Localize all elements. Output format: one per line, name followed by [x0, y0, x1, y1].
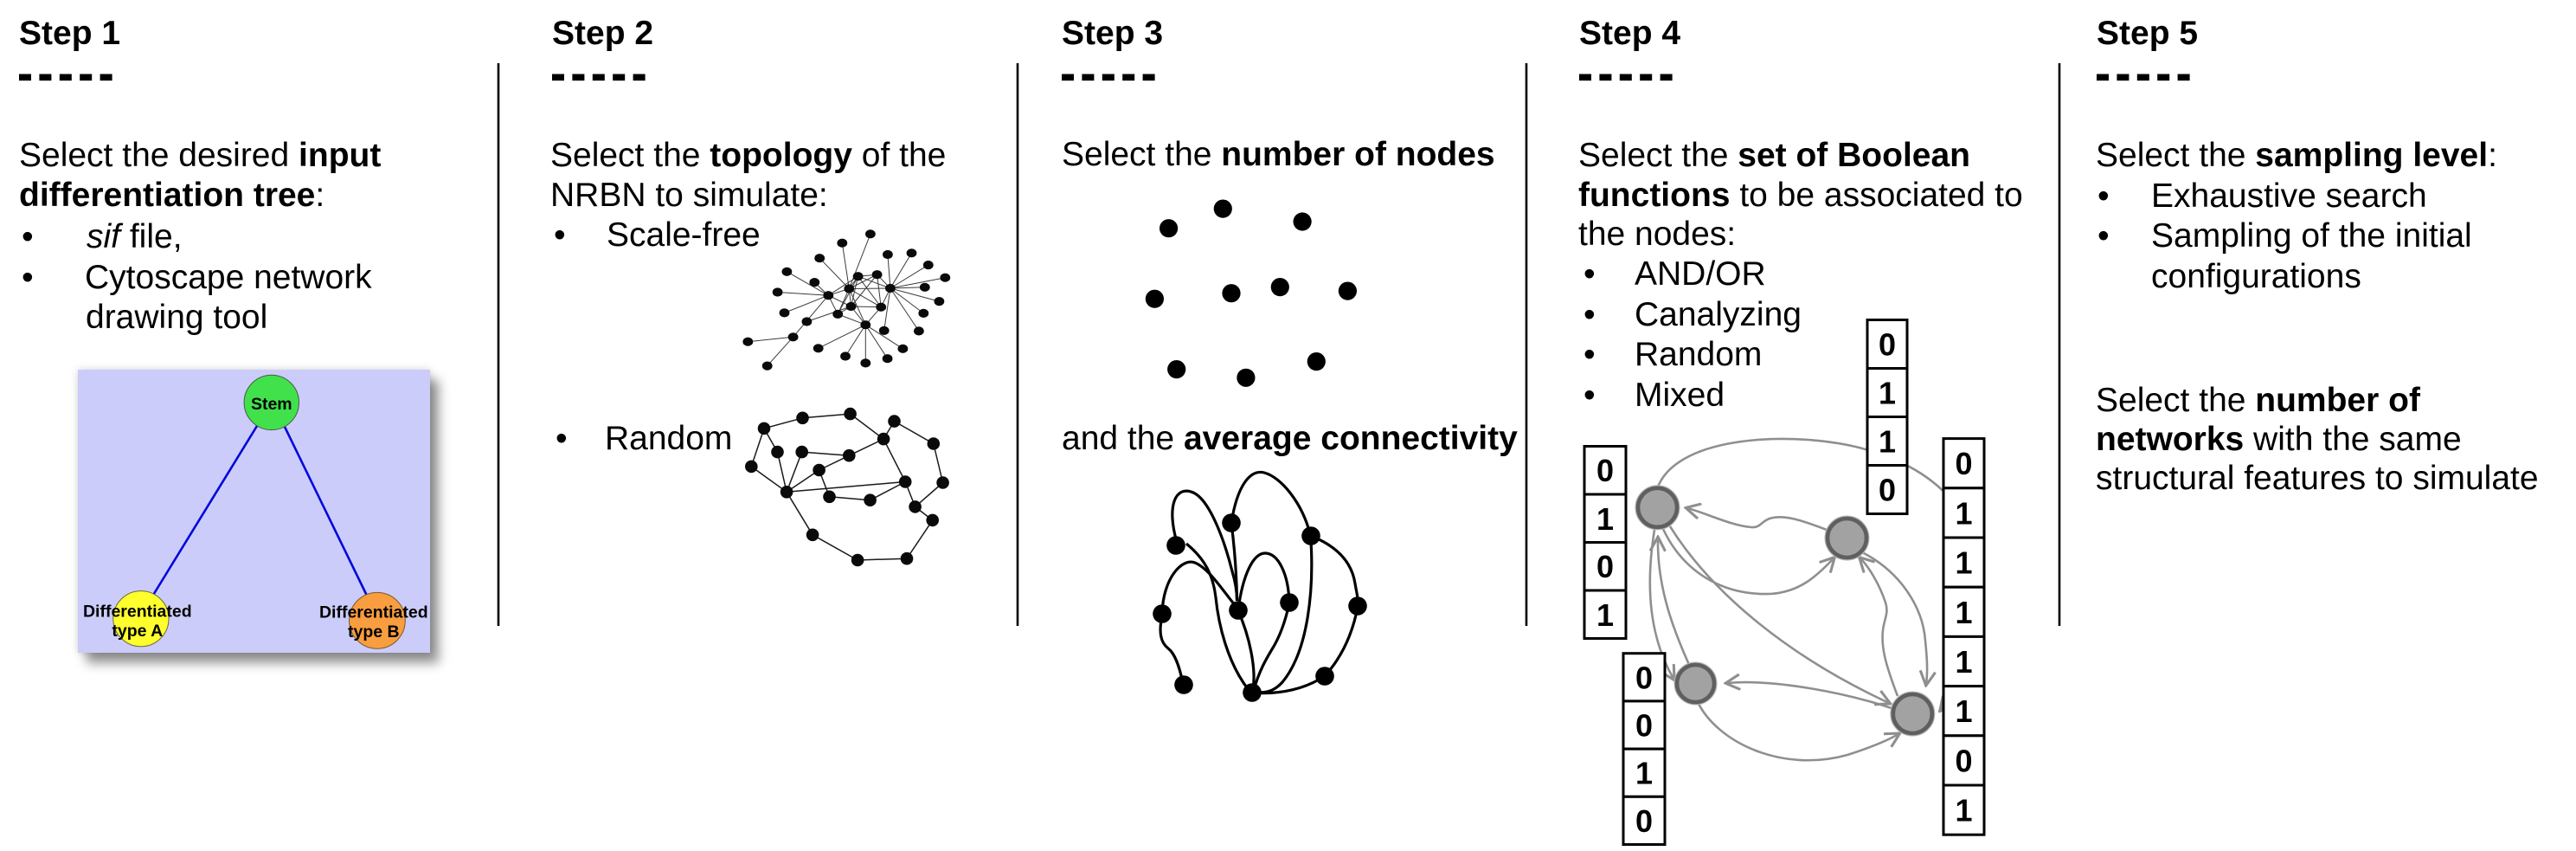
- svg-text:1: 1: [1635, 756, 1653, 791]
- svg-text:0: 0: [1879, 473, 1896, 508]
- svg-text:Stem: Stem: [251, 395, 292, 414]
- svg-text:0: 0: [1635, 708, 1653, 744]
- svg-text:0: 0: [1596, 549, 1614, 584]
- svg-text:1: 1: [1955, 595, 1972, 630]
- svg-text:1: 1: [1955, 545, 1972, 581]
- svg-text:0: 0: [1635, 660, 1653, 695]
- svg-text:1: 1: [1596, 597, 1614, 633]
- svg-text:1: 1: [1879, 424, 1896, 460]
- svg-text:1: 1: [1955, 693, 1972, 729]
- svg-text:type B: type B: [348, 622, 400, 641]
- svg-text:0: 0: [1635, 803, 1653, 839]
- svg-text:0: 0: [1955, 446, 1972, 481]
- svg-text:1: 1: [1955, 644, 1972, 680]
- svg-text:1: 1: [1955, 495, 1972, 531]
- svg-text:0: 0: [1596, 453, 1614, 488]
- svg-text:0: 0: [1879, 327, 1896, 363]
- svg-text:Differentiated: Differentiated: [319, 603, 428, 622]
- svg-text:1: 1: [1596, 501, 1614, 537]
- svg-text:1: 1: [1955, 793, 1972, 828]
- svg-text:0: 0: [1955, 743, 1972, 778]
- svg-text:type A: type A: [112, 622, 163, 641]
- svg-text:Differentiated: Differentiated: [83, 603, 192, 622]
- svg-text:1: 1: [1879, 376, 1896, 411]
